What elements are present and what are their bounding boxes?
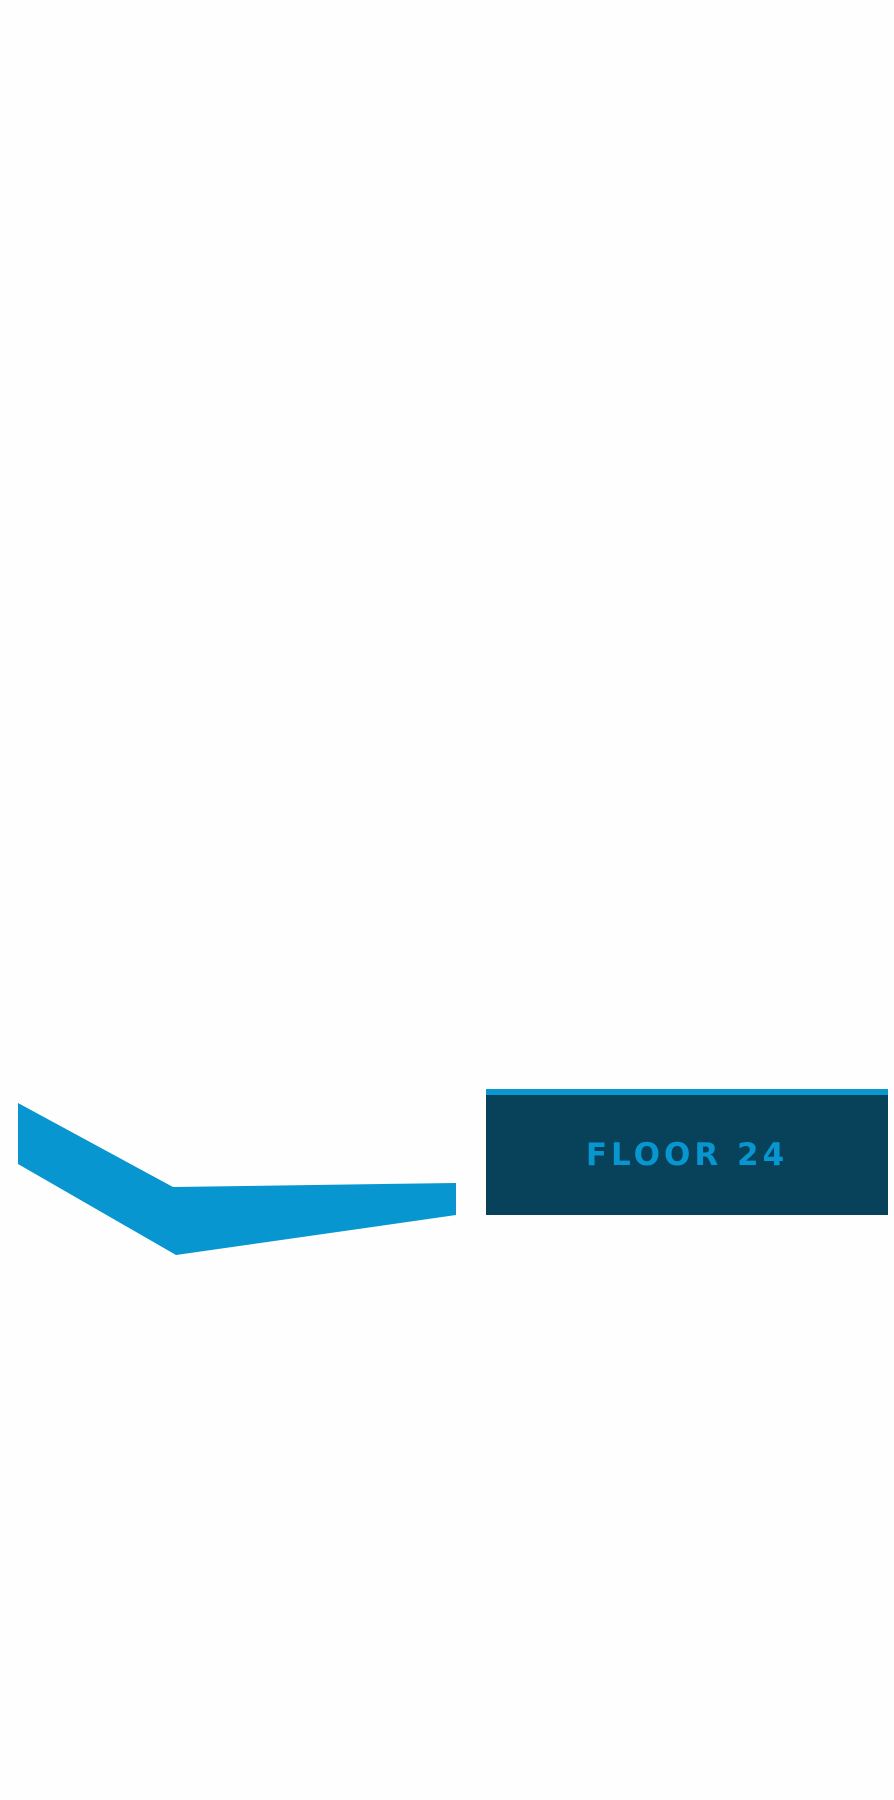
- chevron-stripe: [18, 1103, 456, 1255]
- floor-label: FLOOR 24: [585, 1137, 789, 1173]
- floor-banner: FLOOR 24: [486, 1089, 888, 1215]
